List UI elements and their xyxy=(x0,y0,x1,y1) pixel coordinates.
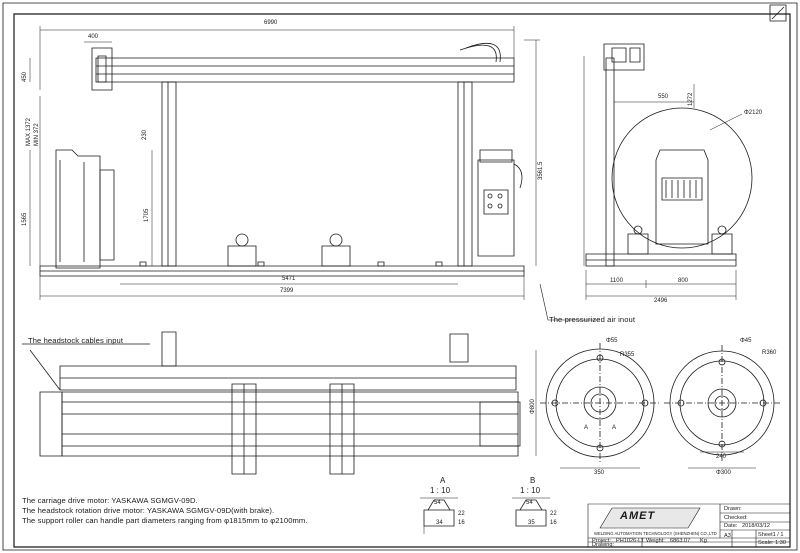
dim-max-label: MAX 1372 xyxy=(26,117,32,146)
dim-side-small: 1272 xyxy=(688,92,694,106)
title-block-drawing-label: Drawing: xyxy=(592,542,615,548)
faceplate-left xyxy=(536,343,660,468)
section-a-dim-4: 16 xyxy=(458,520,465,526)
section-b-dim-1: 54 xyxy=(526,500,533,506)
support-roller-1 xyxy=(228,246,256,266)
section-a-dim-1: 54 xyxy=(434,500,441,506)
faceplate-right xyxy=(664,345,780,468)
headstock xyxy=(56,150,100,268)
title-block-size: A3 xyxy=(724,533,731,539)
plan-view xyxy=(22,332,520,474)
title-block-company: WELDING AUTOMATION TECHNOLOGY (SHENZHEN)… xyxy=(594,531,717,536)
side-dimensions xyxy=(584,56,742,300)
faceplate-right-radius: R360 xyxy=(762,350,777,356)
side-column xyxy=(606,58,614,266)
title-block-weight-value: 6863.07 xyxy=(670,538,691,544)
corner-mark xyxy=(770,5,786,21)
title-block-logo: AMET xyxy=(620,510,656,522)
dim-side-offset: 550 xyxy=(658,94,669,100)
section-a-dim-2: 34 xyxy=(436,520,443,526)
faceplate-left-radius: R355 xyxy=(620,352,635,358)
section-b-label: B xyxy=(530,476,536,485)
corner-mark-diagonal xyxy=(772,7,784,19)
side-roller-left xyxy=(628,234,648,254)
section-a xyxy=(420,498,458,534)
section-a-label: A xyxy=(440,476,446,485)
support-roller-2 xyxy=(322,246,350,266)
workpiece-disc xyxy=(612,108,752,248)
dim-overall-length: 6990 xyxy=(264,20,278,26)
sheet-inner-border xyxy=(14,14,790,547)
dim-disc-diameter: Φ2120 xyxy=(744,110,763,116)
side-headstock xyxy=(656,150,708,244)
faceplate-left-section-mark-2: A xyxy=(612,425,617,431)
title-block-date-label: Date: xyxy=(724,523,738,529)
faceplate-left-diameter: Φ800 xyxy=(530,399,536,414)
section-b-dim-2: 35 xyxy=(528,520,535,526)
cable-loop xyxy=(460,45,496,62)
title-block-sheet: Sheet1 / 1 xyxy=(758,532,784,538)
title-block-weight-label: Weight: xyxy=(646,538,665,544)
crossbeam xyxy=(96,58,514,82)
faceplate-right-hole: Φ45 xyxy=(740,338,752,344)
column-left xyxy=(162,82,176,266)
faceplate-left-section-mark-1: A xyxy=(584,425,589,431)
dim-roller-span: 5471 xyxy=(282,276,296,282)
section-b-scale: 1 : 10 xyxy=(520,486,541,495)
front-view xyxy=(40,43,524,276)
side-view xyxy=(586,44,752,266)
side-roller-right xyxy=(712,234,732,254)
faceplate-right-width: 240 xyxy=(716,454,727,460)
callout-pressurized-air: The pressurized air inout xyxy=(549,315,636,324)
title-block-drawn-label: Drawn: xyxy=(724,506,742,512)
section-a-dim-3: 22 xyxy=(458,511,465,517)
carriage xyxy=(92,48,112,90)
section-b-dim-4: 16 xyxy=(550,520,557,526)
plan-headstock xyxy=(40,392,62,456)
section-a-scale: 1 : 10 xyxy=(430,486,451,495)
title-block-scale: Scale: 1:30 xyxy=(758,540,786,546)
title-block-weight-unit: Kg xyxy=(700,538,707,544)
callout-headstock-cables: The headstock cables input xyxy=(28,336,124,345)
dim-side-base-2: 800 xyxy=(678,278,689,284)
title-block-checked-label: Checked: xyxy=(724,515,748,521)
side-carriage xyxy=(604,44,644,70)
plan-frame xyxy=(62,392,518,456)
front-dimensions xyxy=(30,26,540,300)
logo-mark xyxy=(600,508,700,528)
title-block-project-label: Project: xyxy=(592,538,611,544)
plan-carriage xyxy=(162,332,176,366)
section-b-dim-3: 22 xyxy=(550,511,557,517)
dim-lower-height: 1565 xyxy=(22,212,28,226)
note-headstock-motor: The headstock rotation drive motor: YASK… xyxy=(22,506,275,515)
air-inlet-leader xyxy=(540,284,600,320)
dim-side-base-total: 2496 xyxy=(654,298,668,304)
sheet-outer-border xyxy=(3,3,797,550)
column-right xyxy=(458,82,472,266)
dim-total-height: 3561.5 xyxy=(538,161,544,180)
plan-control-box xyxy=(480,402,520,446)
title-block-project-value: PH1026-LT xyxy=(616,538,645,544)
section-b xyxy=(512,498,550,526)
faceplate-left-hole: Φ55 xyxy=(606,338,618,344)
note-roller-range: The support roller can handle part diame… xyxy=(22,516,308,525)
faceplate-left-width: 350 xyxy=(594,470,605,476)
title-block-date-value: 2018/03/12 xyxy=(742,523,770,529)
title-block xyxy=(588,504,790,547)
plan-cable-box xyxy=(450,334,468,362)
note-carriage-motor: The carriage drive motor: YASKAWA SGMGV-… xyxy=(22,496,198,505)
dim-beam-height: 450 xyxy=(22,71,28,82)
dim-min-label: MIN 372 xyxy=(34,123,40,146)
dim-base-length: 7399 xyxy=(280,288,294,294)
faceplate-right-diameter: Φ300 xyxy=(716,470,731,476)
dim-roller-height: 1705 xyxy=(144,208,150,222)
dim-post: 230 xyxy=(142,129,148,140)
dim-side-base-1: 1100 xyxy=(610,278,623,284)
dim-top-offset: 400 xyxy=(88,34,99,40)
control-cabinet xyxy=(478,160,514,256)
